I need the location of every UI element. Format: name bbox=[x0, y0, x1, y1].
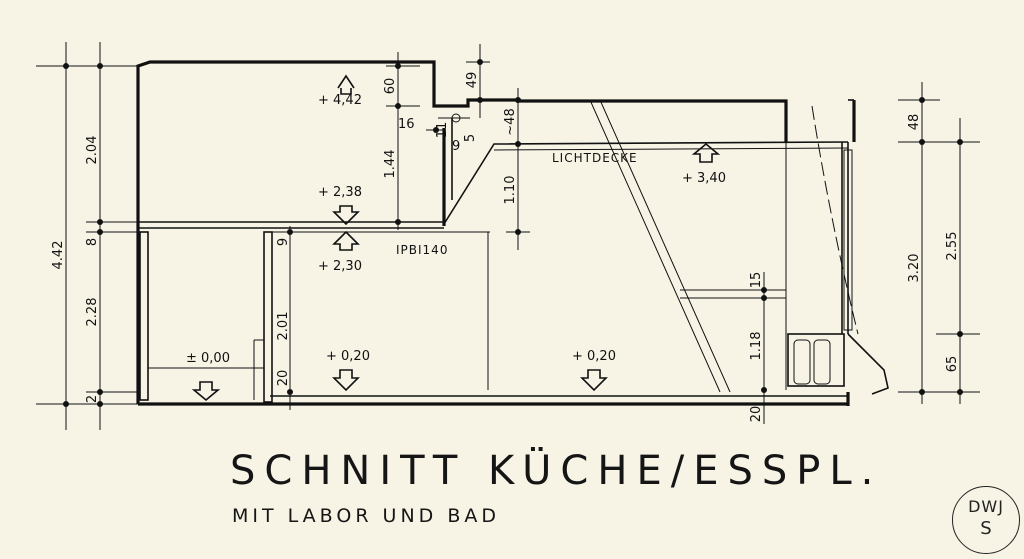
dim-16: 16 bbox=[398, 117, 415, 132]
dim-110: 1.10 bbox=[503, 176, 518, 205]
level-roof: + 4,42 bbox=[318, 93, 362, 108]
level-bath-floor: ± 0,00 bbox=[186, 351, 230, 366]
dim-20a: 20 bbox=[276, 370, 291, 387]
level-floor-b: + 0,20 bbox=[572, 349, 616, 364]
dim-9a: 9 bbox=[452, 139, 460, 154]
dim-9b: 9 bbox=[276, 238, 291, 246]
left-dimension-chain bbox=[36, 42, 138, 430]
dim-right-48: 48 bbox=[907, 114, 922, 131]
level-arrow-roof bbox=[337, 74, 355, 95]
dim-15: 15 bbox=[749, 272, 764, 289]
dim-5: 5 bbox=[463, 134, 478, 142]
level-arrow-floor-a bbox=[332, 369, 360, 392]
level-lab-ceiling: + 2,30 bbox=[318, 259, 362, 274]
dim-left-base: 2 bbox=[85, 395, 100, 403]
dim-left-total: 4.42 bbox=[51, 241, 66, 270]
stamp-line-2: S bbox=[980, 518, 992, 539]
level-arrows bbox=[191, 74, 721, 402]
dim-left-lower: 2.28 bbox=[85, 298, 100, 327]
level-upper-floor: + 2,38 bbox=[318, 185, 362, 200]
interior-dimension-lines bbox=[287, 44, 767, 424]
dim-144: 1.44 bbox=[383, 150, 398, 179]
dim-60: 60 bbox=[383, 78, 398, 95]
dim-201: 2.01 bbox=[276, 312, 291, 341]
right-dimension-chain bbox=[898, 82, 980, 404]
dim-left-upper: 2.04 bbox=[85, 136, 100, 165]
stamp-line-1: DWJ bbox=[968, 497, 1004, 516]
dim-right-320: 3.20 bbox=[907, 254, 922, 283]
drawing-subtitle: MIT LABOR UND BAD bbox=[232, 505, 501, 527]
dim-right-65: 65 bbox=[945, 356, 960, 373]
author-stamp: DWJ S bbox=[952, 486, 1020, 554]
dim-48a: ~48 bbox=[503, 108, 518, 135]
dim-right-255: 2.55 bbox=[945, 232, 960, 261]
drawing-title: SCHNITT KÜCHE/ESSPL. bbox=[230, 448, 883, 494]
label-lichtdecke: LICHTDECKE bbox=[552, 151, 638, 165]
level-arrow-bath bbox=[191, 381, 221, 402]
level-ceiling: + 3,40 bbox=[682, 171, 726, 186]
dim-left-mid: 8 bbox=[85, 238, 100, 246]
level-floor-a: + 0,20 bbox=[326, 349, 370, 364]
level-arrow-floor-b bbox=[580, 369, 608, 392]
dim-20b: 20 bbox=[749, 406, 764, 423]
dim-118: 1.18 bbox=[749, 332, 764, 361]
dim-11: 11 bbox=[435, 122, 450, 139]
dim-49: 49 bbox=[465, 72, 480, 89]
label-beam: IPBI140 bbox=[396, 243, 448, 257]
level-arrow-lab bbox=[332, 230, 360, 251]
level-arrow-ceiling bbox=[691, 142, 721, 163]
building-outline bbox=[136, 60, 889, 406]
level-arrow-upper bbox=[332, 205, 360, 226]
